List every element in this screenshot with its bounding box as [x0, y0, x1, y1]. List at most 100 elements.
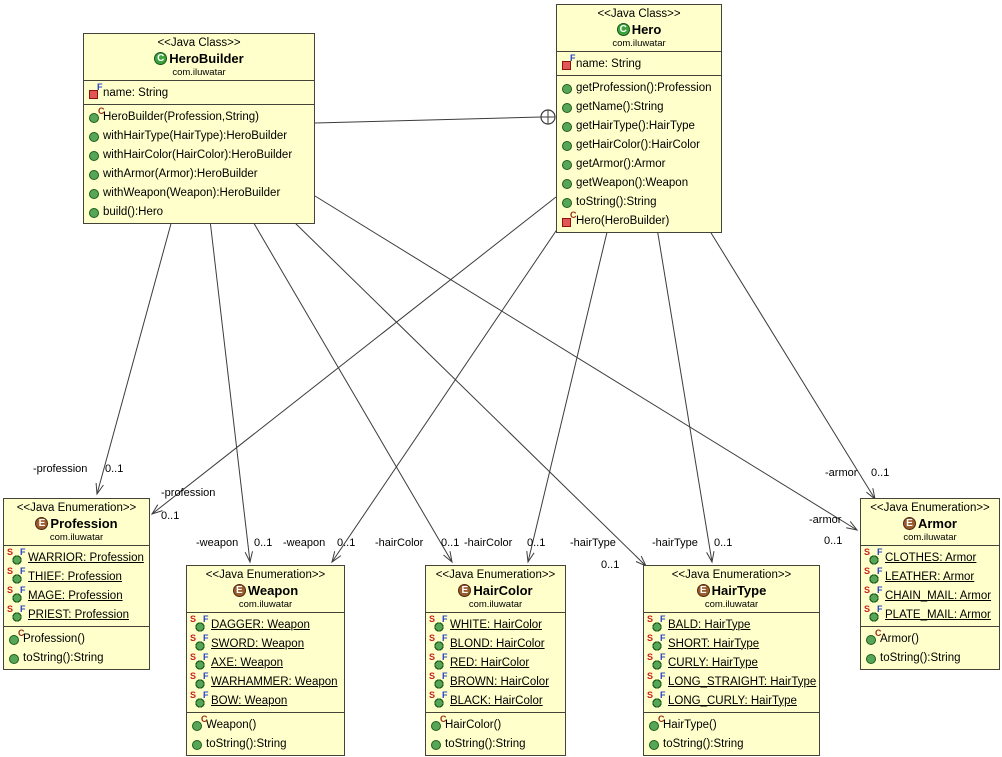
role-label-herobuilder-haircolor: -hairColor [375, 537, 424, 549]
method-row: withHairColor(HairColor):HeroBuilder [85, 145, 313, 164]
method-row: getHairColor():HairColor [558, 135, 720, 154]
class-icon: C [154, 52, 168, 65]
enum-constant-row: LONG_STRAIGHT: HairType [645, 672, 818, 691]
class-header: <<Java Class>> C Hero com.iluwatar [557, 5, 721, 51]
method-row: getWeapon():Weapon [558, 173, 720, 192]
fields-compartment: DAGGER: Weapon SWORD: Weapon AXE: Weapon… [187, 612, 344, 712]
methods-compartment: HairColor() toString():String [426, 712, 565, 755]
enum-constant-row: WHITE: HairColor [427, 615, 564, 634]
class-header: <<Java Class>> C HeroBuilder com.iluwata… [84, 34, 314, 80]
enum-constant-row: CLOTHES: Armor [862, 548, 998, 567]
class-box-herobuilder[interactable]: <<Java Class>> C HeroBuilder com.iluwata… [83, 33, 315, 224]
method-row: toString():String [645, 734, 818, 753]
role-label-hero-profession: -profession [161, 487, 216, 499]
class-icon: C [616, 23, 630, 36]
stereotype-label: <<Java Class>> [157, 37, 241, 49]
connector-herobuilder-haircolor [251, 219, 453, 564]
stereotype-label: <<Java Enumeration>> [435, 569, 556, 581]
enum-box-profession[interactable]: <<Java Enumeration>> E Profession com.il… [3, 498, 150, 670]
role-label-hero-weapon: -weapon [283, 537, 326, 549]
static-final-field-icon [647, 615, 668, 632]
class-box-hero[interactable]: <<Java Class>> C Hero com.iluwatar name:… [556, 4, 722, 233]
package-label: com.iluwatar [704, 599, 759, 610]
static-final-field-icon [190, 634, 211, 651]
enum-constant-row: LONG_CURLY: HairType [645, 691, 818, 710]
enum-box-hairtype[interactable]: <<Java Enumeration>> E HairType com.iluw… [643, 565, 820, 756]
static-final-field-icon [7, 605, 28, 622]
methods-compartment: Weapon() toString():String [187, 712, 344, 755]
enum-constant-row: CHAIN_MAIL: Armor [862, 586, 998, 605]
public-method-icon [87, 185, 103, 200]
enum-constant-row: AXE: Weapon [188, 653, 343, 672]
stereotype-label: <<Java Enumeration>> [16, 502, 137, 514]
public-constructor-icon [87, 107, 105, 124]
methods-compartment: Profession() toString():String [4, 626, 149, 669]
fields-compartment: name: String [557, 51, 721, 75]
public-method-icon [560, 137, 576, 152]
method-row: toString():String [5, 648, 148, 667]
enum-constant-row: BROWN: HairColor [427, 672, 564, 691]
public-method-icon [560, 156, 576, 171]
class-name: Weapon [247, 583, 299, 598]
public-method-icon [560, 99, 576, 114]
method-row: toString():String [558, 192, 720, 211]
enum-constant-row: DAGGER: Weapon [188, 615, 343, 634]
package-label: com.iluwatar [612, 38, 666, 49]
static-final-field-icon [864, 567, 885, 584]
enum-constant-row: PLATE_MAIL: Armor [862, 605, 998, 624]
method-row: getProfession():Profession [558, 78, 720, 97]
class-name: Armor [917, 516, 957, 531]
class-name: Profession [50, 516, 118, 531]
multiplicity-hero-haircolor: 0..1 [527, 537, 546, 549]
private-constructor-icon [560, 211, 577, 228]
method-row: build():Hero [85, 202, 313, 221]
public-method-icon [87, 147, 103, 162]
method-row: toString():String [188, 734, 343, 753]
enum-constant-row: SHORT: HairType [645, 634, 818, 653]
fields-compartment: BALD: HairType SHORT: HairType CURLY: Ha… [644, 612, 819, 712]
multiplicity-hero-weapon: 0..1 [337, 537, 356, 549]
static-final-field-icon [647, 672, 668, 689]
multiplicity-herobuilder-armor: 0..1 [824, 535, 843, 547]
static-final-field-icon [190, 691, 211, 708]
method-row: HairColor() [427, 715, 564, 734]
role-label-hero-haircolor: -hairColor [464, 537, 513, 549]
connector-hero-hairtype [656, 227, 715, 564]
connector-herobuilder-hero-nesting [314, 109, 556, 125]
stereotype-label: <<Java Enumeration>> [870, 502, 990, 514]
static-final-field-icon [429, 615, 450, 632]
enum-box-haircolor[interactable]: <<Java Enumeration>> E HairColor com.ilu… [425, 565, 566, 756]
multiplicity-hero-armor: 0..1 [871, 467, 890, 479]
multiplicity-hero-profession: 0..1 [161, 510, 180, 522]
static-final-field-icon [7, 567, 28, 584]
fields-compartment: CLOTHES: Armor LEATHER: Armor CHAIN_MAIL… [861, 545, 999, 626]
package-label: com.iluwatar [172, 67, 226, 78]
public-method-icon [87, 128, 103, 143]
enum-box-weapon[interactable]: <<Java Enumeration>> E Weapon com.iluwat… [186, 565, 345, 756]
connector-herobuilder-profession [95, 219, 173, 496]
enum-constant-row: RED: HairColor [427, 653, 564, 672]
public-method-icon [864, 650, 880, 665]
stereotype-label: <<Java Class>> [597, 8, 681, 20]
enum-box-armor[interactable]: <<Java Enumeration>> E Armor com.iluwata… [860, 498, 1000, 670]
package-label: com.iluwatar [49, 532, 104, 543]
static-final-field-icon [647, 634, 668, 651]
connector-herobuilder-hairtype [291, 219, 648, 568]
field-row: name: String [558, 54, 720, 73]
enum-icon: E [696, 584, 710, 597]
multiplicity-herobuilder-profession: 0..1 [105, 463, 124, 475]
public-constructor-icon [7, 629, 25, 646]
package-label: com.iluwatar [468, 599, 523, 610]
static-final-field-icon [864, 586, 885, 603]
methods-compartment: HeroBuilder(Profession,String) withHairT… [84, 104, 314, 223]
public-method-icon [560, 80, 576, 95]
enum-constant-row: THIEF: Profession [5, 567, 148, 586]
class-header: <<Java Enumeration>> E Armor com.iluwata… [861, 499, 999, 545]
public-method-icon [560, 175, 576, 190]
method-row: HeroBuilder(Profession,String) [85, 107, 313, 126]
static-final-field-icon [429, 653, 450, 670]
public-constructor-icon [429, 715, 447, 732]
static-final-field-icon [864, 605, 885, 622]
